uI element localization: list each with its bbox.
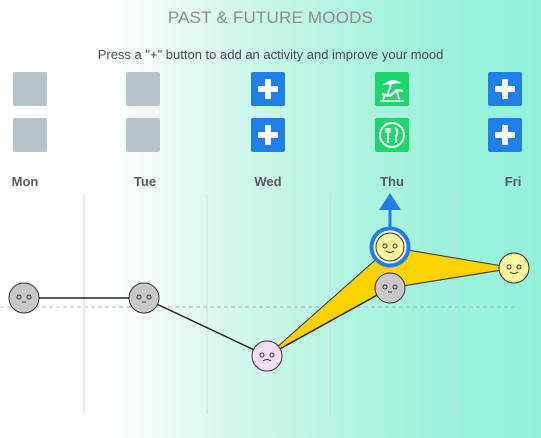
empty-activity-slot bbox=[126, 72, 160, 106]
mood-face-mon[interactable] bbox=[8, 282, 40, 314]
empty-activity-slot bbox=[13, 72, 47, 106]
mood-face-fri[interactable] bbox=[498, 252, 530, 284]
day-label-mon: Mon bbox=[11, 174, 39, 189]
empty-activity-slot bbox=[13, 118, 47, 152]
add-activity-button[interactable] bbox=[488, 72, 522, 106]
day-label-fri: Fri bbox=[504, 174, 522, 189]
add-activity-button[interactable] bbox=[488, 118, 522, 152]
mood-line bbox=[266, 287, 391, 357]
empty-activity-slot bbox=[126, 118, 160, 152]
add-activity-button[interactable] bbox=[251, 72, 285, 106]
mood-face-thu-current[interactable] bbox=[374, 272, 406, 304]
mood-line bbox=[143, 297, 268, 357]
mood-face-thu-improved[interactable] bbox=[369, 226, 411, 268]
mood-face-tue[interactable] bbox=[128, 282, 160, 314]
beach-lounger-icon[interactable] bbox=[375, 72, 409, 106]
restaurant-icon[interactable] bbox=[375, 118, 409, 152]
day-label-thu: Thu bbox=[380, 174, 404, 189]
page-title: PAST & FUTURE MOODS bbox=[167, 8, 374, 27]
day-label-tue: Tue bbox=[133, 174, 157, 189]
instruction-text: Press a "+" button to add an activity an… bbox=[97, 47, 444, 62]
add-activity-button[interactable] bbox=[251, 118, 285, 152]
mood-face-wed[interactable] bbox=[251, 340, 283, 372]
selection-arrow-head[interactable] bbox=[379, 193, 401, 210]
day-label-wed: Wed bbox=[254, 174, 282, 189]
